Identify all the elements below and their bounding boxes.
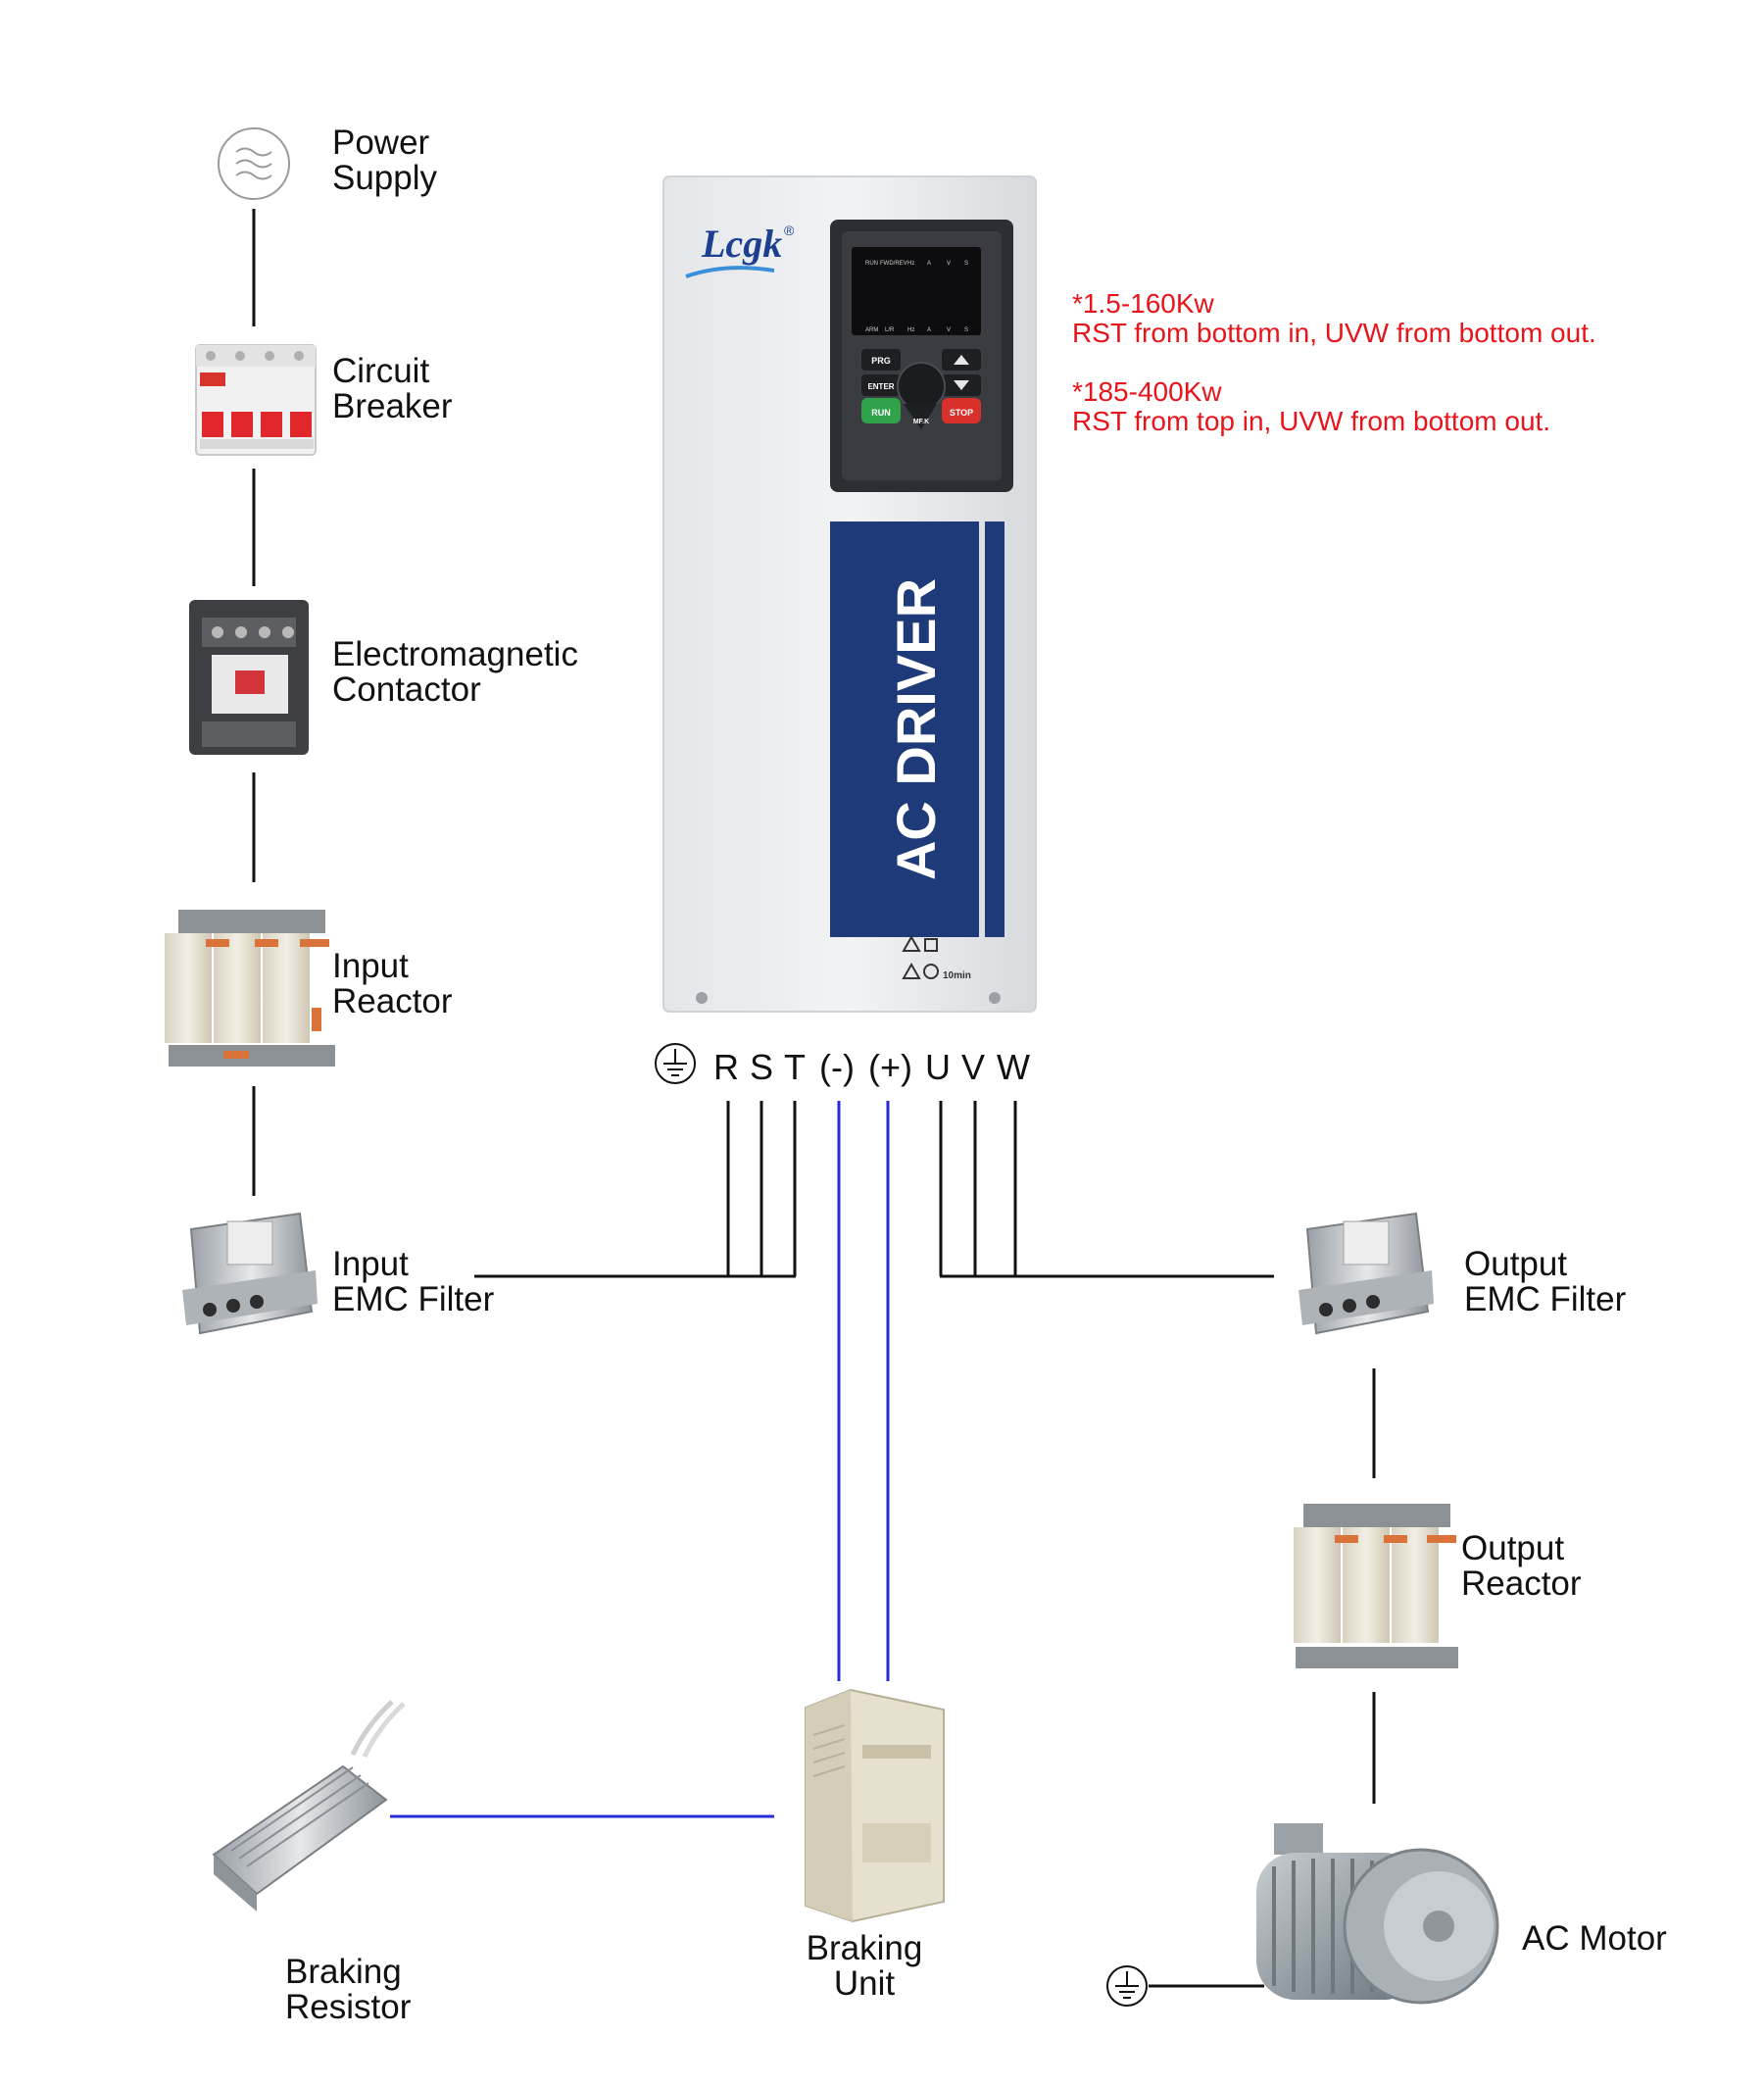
terminal-u: U bbox=[925, 1047, 951, 1087]
warning-time: 10min bbox=[943, 970, 971, 981]
motor-ground-icon bbox=[1106, 1965, 1148, 2007]
input-emc-filter-icon bbox=[182, 1212, 318, 1335]
brand-text: Lcgk bbox=[701, 222, 782, 266]
contactor-icon bbox=[189, 600, 309, 755]
stop-key[interactable]: STOP bbox=[950, 408, 973, 418]
braking-resistor-label-line2: Resistor bbox=[285, 1988, 412, 2026]
display-row2-item-0: ARM bbox=[865, 327, 878, 333]
input-reactor-label-line1: Input bbox=[332, 947, 409, 985]
circuit-breaker-label-line1: Circuit bbox=[332, 352, 430, 390]
drive-brand-logo: Lcgk ® bbox=[685, 222, 795, 278]
drive-ground-icon bbox=[655, 1043, 696, 1084]
power-supply-label-line1: Power bbox=[332, 124, 430, 162]
drive-panel-label: AC DRIVER bbox=[885, 578, 947, 880]
display-row2-item-5: S bbox=[964, 327, 968, 333]
display-row1-item-4: V bbox=[947, 261, 951, 267]
display-row1-item-5: S bbox=[964, 261, 968, 267]
terminal-pos: (+) bbox=[868, 1047, 912, 1087]
note-range2: *185-400Kw RST from top in, UVW from bot… bbox=[1072, 377, 1550, 436]
ac-drive-icon bbox=[662, 175, 1037, 1013]
output-reactor-label: Output Reactor bbox=[1461, 1531, 1582, 1602]
display-row2-item-2: Hz bbox=[907, 327, 914, 333]
input-emc-filter-label: Input EMC Filter bbox=[332, 1247, 494, 1317]
mfk-key[interactable]: MF.K bbox=[913, 419, 929, 425]
enter-key[interactable]: ENTER bbox=[867, 382, 894, 391]
note-range2-desc: RST from top in, UVW from bottom out. bbox=[1072, 406, 1551, 436]
terminal-s: S bbox=[750, 1047, 774, 1087]
circuit-breaker-label: Circuit Breaker bbox=[332, 354, 453, 424]
braking-resistor-icon bbox=[212, 1700, 406, 1911]
input-reactor-label: Input Reactor bbox=[332, 949, 453, 1019]
braking-unit-label-line1: Braking bbox=[806, 1929, 923, 1967]
display-row2-item-4: V bbox=[947, 327, 951, 333]
braking-unit-icon bbox=[805, 1688, 945, 1923]
circuit-breaker-label-line2: Breaker bbox=[332, 387, 453, 425]
terminal-w: W bbox=[997, 1047, 1030, 1087]
output-emc-filter-label-line1: Output bbox=[1464, 1245, 1568, 1283]
display-row1: RUN FWD/REV Hz A V S bbox=[865, 261, 968, 267]
input-emc-filter-label-line1: Input bbox=[332, 1245, 409, 1283]
display-row2: ARM L/R Hz A V S bbox=[865, 327, 968, 333]
terminal-t: T bbox=[784, 1047, 806, 1087]
note-range1-desc: RST from bottom in, UVW from bottom out. bbox=[1072, 318, 1596, 348]
circuit-breaker-icon bbox=[195, 344, 317, 456]
registered-mark: ® bbox=[784, 223, 795, 238]
display-row1-item-3: A bbox=[927, 261, 931, 267]
braking-unit-label-line2: Unit bbox=[833, 1964, 896, 2003]
output-reactor-label-line1: Output bbox=[1461, 1529, 1565, 1567]
input-emc-filter-label-line2: EMC Filter bbox=[332, 1280, 495, 1318]
input-reactor-label-line2: Reactor bbox=[332, 982, 453, 1020]
display-row2-item-1: L/R bbox=[885, 327, 895, 333]
run-key[interactable]: RUN bbox=[871, 408, 891, 418]
output-emc-filter-label: Output EMC Filter bbox=[1464, 1247, 1626, 1317]
output-emc-filter-icon bbox=[1298, 1212, 1434, 1335]
contactor-label: Electromagnetic Contactor bbox=[332, 637, 578, 708]
contactor-label-line1: Electromagnetic bbox=[332, 635, 578, 673]
output-reactor-label-line2: Reactor bbox=[1461, 1564, 1582, 1603]
input-reactor-icon bbox=[165, 910, 335, 1067]
display-row1-item-2: Hz bbox=[907, 261, 914, 267]
terminal-r: R bbox=[713, 1047, 739, 1087]
prg-key[interactable]: PRG bbox=[871, 356, 891, 366]
power-supply-label-line2: Supply bbox=[332, 159, 438, 197]
display-row1-item-0: RUN bbox=[865, 261, 878, 267]
ac-motor-label-line1: AC Motor bbox=[1522, 1919, 1667, 1958]
ac-motor-icon bbox=[1256, 1823, 1499, 2005]
power-supply-label: Power Supply bbox=[332, 125, 437, 196]
output-reactor-icon bbox=[1294, 1504, 1458, 1668]
note-range1-title: *1.5-160Kw bbox=[1072, 288, 1214, 319]
ac-motor-label: AC Motor bbox=[1522, 1921, 1667, 1957]
note-range2-title: *185-400Kw bbox=[1072, 376, 1222, 407]
wire-uvw-to-output-filter bbox=[939, 1101, 1274, 1278]
contactor-label-line2: Contactor bbox=[332, 670, 481, 709]
display-row2-item-3: A bbox=[927, 327, 931, 333]
power-supply-icon bbox=[218, 127, 290, 200]
output-emc-filter-label-line2: EMC Filter bbox=[1464, 1280, 1627, 1318]
braking-unit-label: Braking Unit bbox=[796, 1931, 933, 2002]
wire-dc-bus bbox=[837, 1101, 890, 1681]
terminal-v: V bbox=[961, 1047, 986, 1087]
braking-resistor-label-line1: Braking bbox=[285, 1953, 402, 1991]
note-range1: *1.5-160Kw RST from bottom in, UVW from … bbox=[1072, 289, 1596, 348]
display-row1-item-1: FWD/REV bbox=[880, 261, 907, 267]
braking-resistor-label: Braking Resistor bbox=[285, 1955, 411, 2025]
wire-input-filter-to-rst bbox=[474, 1101, 797, 1278]
terminal-neg: (-) bbox=[819, 1047, 855, 1087]
